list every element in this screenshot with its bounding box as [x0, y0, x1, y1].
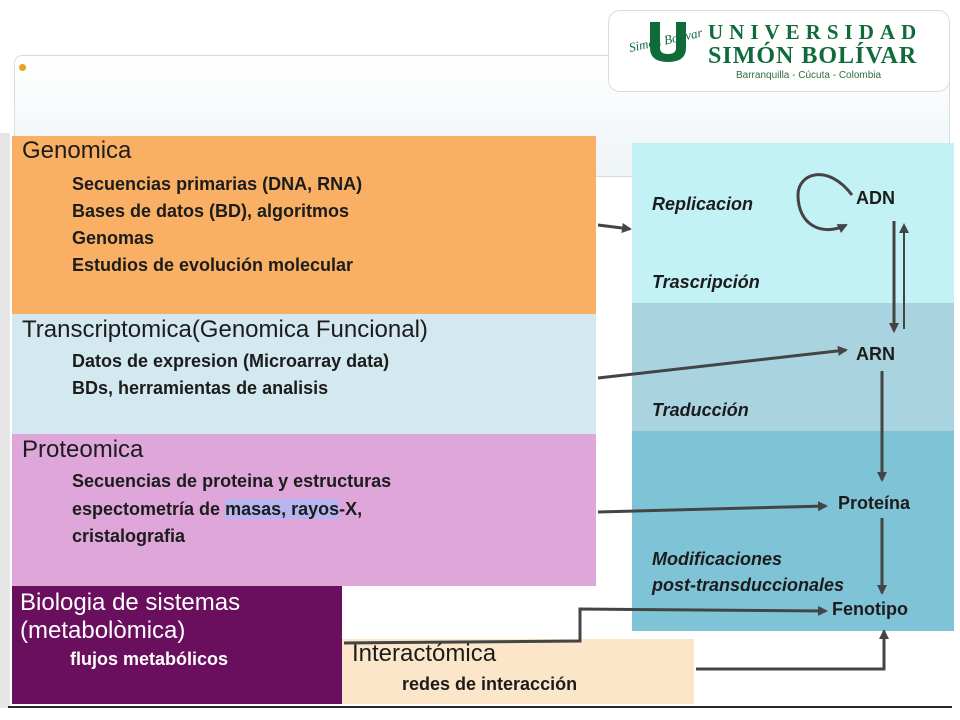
proteomica-highlight: masas, rayos [225, 499, 340, 519]
node-adn: ADN [856, 188, 895, 208]
band-interactomica [342, 639, 694, 704]
university-logo-box [608, 10, 950, 92]
flow-label-traduccion: Traducción [652, 400, 749, 420]
proteomica-item: Secuencias de proteina y estructuras [72, 471, 392, 491]
proteomica-item-part: -X, [339, 499, 363, 519]
sistemas-item: flujos metabólicos [70, 649, 229, 669]
node-proteina: Proteína [838, 493, 911, 513]
arrow-genomica [597, 223, 632, 233]
band-transcriptomica [12, 314, 596, 434]
transcriptomica-item: BDs, herramientas de analisis [72, 378, 329, 398]
arrow-sistemas [343, 605, 828, 645]
proteomica-item: cristalografia [72, 526, 186, 546]
diagram-area: Genomica Secuencias primarias (DNA, RNA)… [0, 133, 960, 708]
side-strip [0, 133, 10, 708]
logo-line-universidad: UNIVERSIDAD [708, 20, 923, 44]
flow-label-replicacion: Replicacion [652, 194, 754, 214]
proteomica-title: Proteomica [22, 436, 144, 463]
flow-label-modificaciones: Modificaciones [652, 549, 783, 569]
sistemas-title-line1: Biologia de sistemas [20, 589, 241, 616]
sistemas-title-line2: (metabolòmica) [20, 617, 186, 644]
bottom-rule [8, 706, 952, 708]
genomica-item: Genomas [72, 228, 155, 248]
flow-bg-bottom [632, 431, 954, 631]
arrow-proteomica [597, 501, 828, 514]
proteomica-item: espectometría de masas, rayos-X, [72, 499, 362, 520]
arrow-replication-loop [796, 173, 854, 234]
band-biologia-sistemas [12, 586, 342, 704]
university-logo-mark: Simon Bolivar [628, 22, 705, 62]
logo-line-locations: Barranquilla - Cúcuta - Colombia [736, 70, 882, 81]
node-arn: ARN [856, 344, 895, 364]
arrow-interactomica [696, 629, 889, 671]
genomica-title: Genomica [22, 137, 132, 164]
interactomica-item: redes de interacción [402, 674, 578, 694]
genomica-item: Bases de datos (BD), algoritmos [72, 201, 350, 221]
genomica-item: Secuencias primarias (DNA, RNA) [72, 174, 363, 194]
bullet-dot [19, 64, 26, 71]
band-genomica [12, 136, 596, 314]
logo-line-simon-bolivar: SIMÓN BOLÍVAR [708, 43, 918, 69]
flow-label-post-transduccionales: post-transduccionales [652, 575, 845, 595]
flow-label-trascripcion: Trascripción [652, 272, 760, 292]
genomica-item: Estudios de evolución molecular [72, 255, 354, 275]
arrow-transcriptomica [597, 345, 848, 380]
transcriptomica-item: Datos de expresion (Microarray data) [72, 351, 390, 371]
interactomica-title: Interactómica [352, 640, 497, 667]
proteomica-item-part: espectometría de [72, 499, 226, 519]
logo-signature-text: Simon Bolivar [628, 25, 705, 55]
node-fenotipo: Fenotipo [832, 599, 908, 619]
transcriptomica-title: Transcriptomica(Genomica Funcional) [22, 316, 428, 343]
flow-arrows [343, 173, 909, 671]
